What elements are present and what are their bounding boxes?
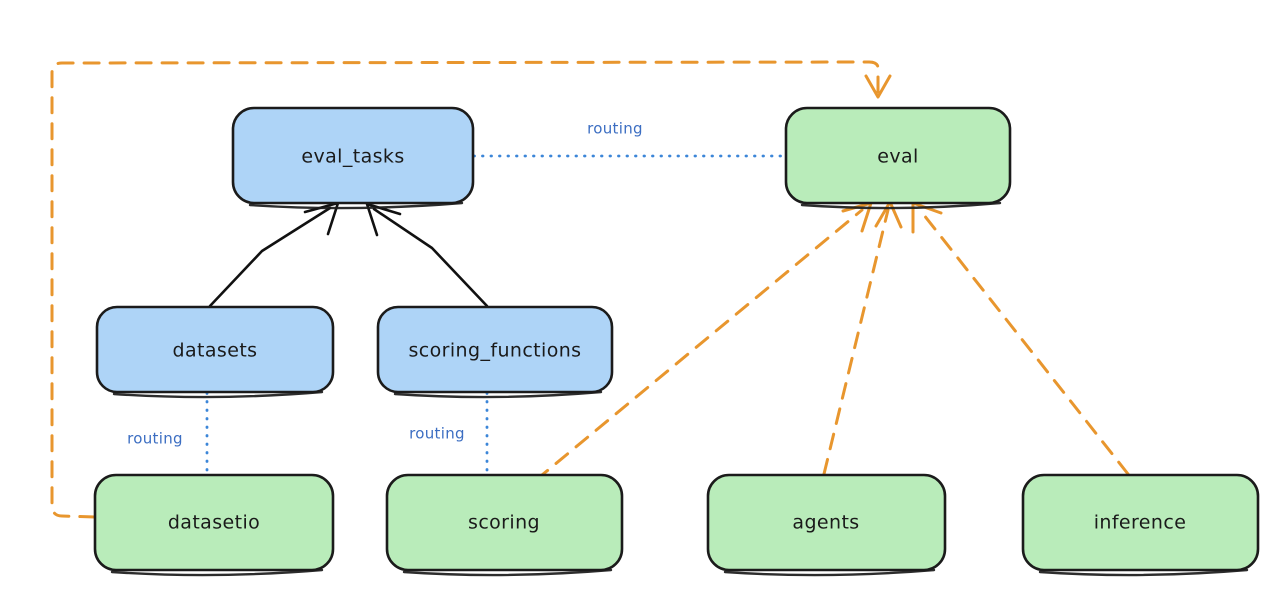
node-datasetio-box[interactable] <box>93 473 335 572</box>
edge-inference-eval <box>911 201 1130 476</box>
edge-scoringfns-eval_tasks-line <box>372 207 489 308</box>
node-inference[interactable]: inference <box>1021 473 1260 577</box>
node-eval-shadow <box>800 201 1002 210</box>
edge-datasets-eval_tasks-line <box>208 206 332 308</box>
node-scoring[interactable]: scoring <box>385 473 624 577</box>
node-eval_tasks-box[interactable] <box>231 106 475 205</box>
node-scoring-box[interactable] <box>385 473 624 572</box>
edge-label-layer: routing routing routing <box>127 120 643 448</box>
edge-eval-datasetio-line <box>50 60 880 519</box>
node-scoring_functions[interactable]: scoring_functions <box>376 305 614 399</box>
edge-scoringfns-eval_tasks <box>365 202 489 308</box>
node-agents-box[interactable] <box>706 473 947 572</box>
node-datasetio[interactable]: datasetio <box>93 473 335 577</box>
node-scoring-shadow <box>402 568 613 577</box>
node-datasetio-shadow <box>110 568 324 577</box>
node-datasets[interactable]: datasets <box>95 305 335 399</box>
edge-agents-eval-line <box>822 208 890 476</box>
edge-label-routing-scoring: routing <box>409 425 465 443</box>
node-datasetio-label: datasetio <box>168 512 260 534</box>
node-scoring_functions-label: scoring_functions <box>409 340 582 362</box>
node-eval-label: eval <box>877 146 918 168</box>
edge-datasets-eval_tasks <box>208 201 340 308</box>
node-inference-box[interactable] <box>1021 473 1260 572</box>
node-datasets-label: datasets <box>173 340 258 362</box>
node-scoring-label: scoring <box>468 512 540 534</box>
edge-agents-eval <box>822 200 903 476</box>
node-agents-shadow <box>723 568 936 577</box>
edge-label-routing-eval: routing <box>587 120 643 138</box>
node-datasets-box[interactable] <box>95 305 335 394</box>
node-eval_tasks[interactable]: eval_tasks <box>231 106 475 210</box>
edge-agents-eval-arrowhead <box>874 200 903 229</box>
node-eval_tasks-shadow <box>248 201 464 210</box>
node-eval-box[interactable] <box>784 106 1012 205</box>
edge-scoring-eval-line <box>534 208 864 482</box>
node-scoring_functions-box[interactable] <box>376 305 614 394</box>
node-eval[interactable]: eval <box>784 106 1012 210</box>
node-inference-label: inference <box>1094 512 1187 534</box>
edge-inference-eval-line <box>918 208 1130 476</box>
node-datasets-shadow <box>112 390 324 399</box>
node-eval_tasks-label: eval_tasks <box>301 146 404 168</box>
node-scoring_functions-shadow <box>393 390 603 399</box>
node-agents[interactable]: agents <box>706 473 947 577</box>
node-agents-label: agents <box>792 512 859 534</box>
edge-eval-datasetio <box>50 60 892 519</box>
edge-label-routing-datasetio: routing <box>127 430 183 448</box>
node-inference-shadow <box>1038 568 1249 577</box>
edge-eval-datasetio-arrowhead <box>864 74 892 99</box>
